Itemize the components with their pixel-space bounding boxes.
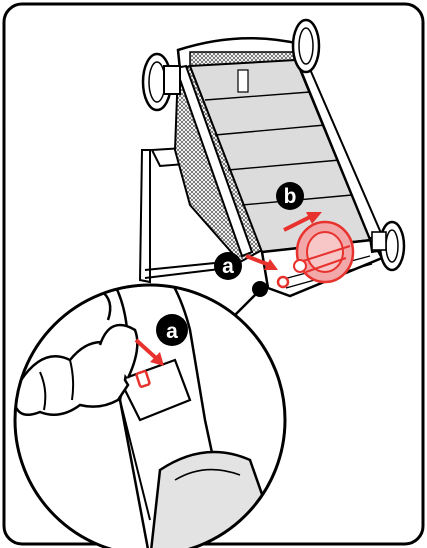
latch-point — [278, 277, 288, 287]
callout-label-b-main: b — [284, 185, 297, 208]
callout-badge-a-main: a — [214, 252, 242, 280]
callout-label-a-detail: a — [166, 320, 178, 343]
top-right-wheel — [293, 20, 319, 72]
callout-badge-a-detail: a — [156, 314, 188, 346]
callout-label-a-main: a — [222, 255, 234, 278]
callout-badge-b-main: b — [276, 182, 304, 210]
